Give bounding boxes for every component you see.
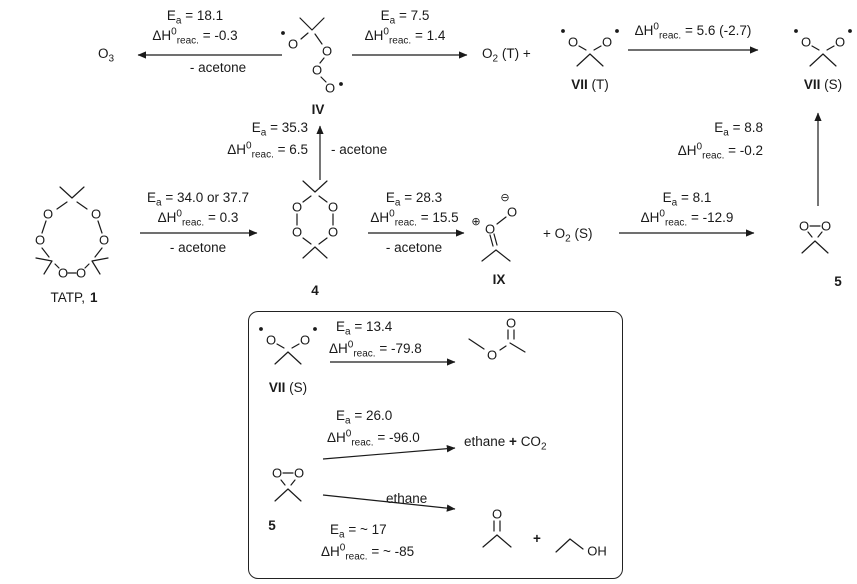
o-atom: O (602, 35, 612, 50)
radical-dot-icon (339, 82, 343, 86)
structure-methyl-acetate: O O (468, 316, 526, 363)
species-label-o2-singlet: + O2 (S) (543, 226, 593, 245)
dh-label-viis-to-ester: ΔH0reac. = -79.8 (329, 339, 422, 360)
o-atom: O (328, 225, 338, 240)
ea-label-five-to-viis: Ea = 8.8 (714, 120, 763, 139)
o-atom: O (506, 316, 516, 331)
dh-label-four-to-iv: ΔH0reac. = 6.5 (227, 140, 308, 161)
plus-sign-acetone-ethanol: + (533, 531, 541, 546)
ea-label-viis-to-ester: Ea = 13.4 (336, 319, 393, 338)
structure-vii-s-top: O O (794, 29, 852, 67)
o-atom: O (821, 219, 831, 234)
structure-tatp: O O O O O O (35, 186, 109, 281)
structure-vii-s-box: O O (259, 327, 317, 365)
ea-label-ix-to-five: Ea = 8.1 (662, 190, 712, 209)
o-atom: O (76, 266, 86, 281)
note-acetone-iv-to-o3: - acetone (189, 60, 247, 75)
structure-vii-t: O O (561, 29, 619, 67)
radical-dot-icon (281, 31, 285, 35)
o-atom: O (292, 200, 302, 215)
radical-dot-icon (259, 327, 263, 331)
species-label-vii-t: VII (T) (571, 77, 609, 92)
o-atom: O (328, 200, 338, 215)
species-label-five-mid: 5 (834, 274, 842, 289)
dh-label-five-to-acetone: ΔH0reac. = ~ -85 (321, 542, 415, 563)
structure-ethanol: OH (555, 538, 607, 559)
species-label-ix: IX (492, 272, 506, 287)
o-atom: O (487, 348, 497, 363)
note-acetone-tatp-to-four: - acetone (169, 240, 227, 255)
note-acetone-four-to-iv: - acetone (331, 142, 388, 157)
o-atom: O (835, 35, 845, 50)
dh-label-four-to-ix: ΔH0reac. = 15.5 (370, 208, 459, 229)
o-atom: O (91, 207, 101, 222)
o-atom: O (492, 507, 502, 522)
o-atom: O (801, 35, 811, 50)
ea-label-four-to-iv: Ea = 35.3 (251, 120, 308, 139)
o-atom: O (312, 63, 322, 78)
species-label-vii-s-box: VII (S) (268, 380, 308, 395)
dh-label-tatp-to-four: ΔH0reac. = 0.3 (157, 208, 239, 229)
radical-dot-icon (615, 29, 619, 33)
note-acetone-four-to-ix: - acetone (385, 240, 443, 255)
o-atom: O (35, 233, 45, 248)
ea-label-five-to-acetone: Ea = ~ 17 (330, 522, 387, 541)
minus-charge-icon: ⊖ (500, 192, 509, 204)
plus-charge-icon: ⊕ (471, 216, 480, 228)
dh-label-iv-to-o2t: ΔH0reac. = 1.4 (364, 26, 446, 47)
ea-label-iv-to-o3: Ea = 18.1 (166, 8, 224, 27)
species-label-iv: IV (311, 102, 325, 117)
species-label-tatp: TATP,1 (50, 290, 98, 305)
dh-label-five-to-ethane-co2: ΔH0reac. = -96.0 (327, 428, 420, 449)
o-atom: O (485, 222, 495, 237)
species-label-ethane-co2: ethane + CO2 (464, 434, 547, 453)
structure-iv: O O O O (281, 17, 343, 96)
o-atom: O (266, 333, 276, 348)
species-label-five-box: 5 (268, 518, 276, 533)
o-atom: O (43, 207, 53, 222)
structure-four: O O O O (292, 180, 338, 259)
dh-label-iv-to-o3: ΔH0reac. = -0.3 (152, 26, 238, 47)
reaction-box (248, 311, 623, 579)
radical-dot-icon (848, 29, 852, 33)
radical-dot-icon (313, 327, 317, 331)
dh-label-five-to-viis: ΔH0reac. = -0.2 (677, 141, 763, 162)
reaction-arrows (137, 46, 822, 512)
oh-group: OH (587, 544, 607, 559)
o-atom: O (325, 81, 335, 96)
o-atom: O (272, 466, 282, 481)
o-atom: O (799, 219, 809, 234)
ea-label-tatp-to-four: Ea = 34.0 or 37.7 (146, 190, 250, 209)
structure-five-box: O O (272, 466, 304, 502)
radical-dot-icon (561, 29, 565, 33)
o-atom: O (99, 233, 109, 248)
ea-label-four-to-ix: Ea = 28.3 (385, 190, 443, 209)
structure-acetone: O (482, 507, 512, 548)
arrow-five-to-ethane-co2 (322, 445, 456, 460)
species-label-o2-triplet: O2 (T) + (482, 46, 531, 65)
species-label-vii-s-top: VII (S) (803, 77, 843, 92)
species-label-four: 4 (311, 283, 319, 298)
structure-ix: ⊖ ⊕ O O (471, 192, 517, 262)
radical-dot-icon (794, 29, 798, 33)
arrow-label-ethane: ethane (386, 491, 428, 506)
o-atom: O (292, 225, 302, 240)
o-atom: O (568, 35, 578, 50)
dh-label-viit-to-viis: ΔH0reac. = 5.6 (-2.7) (634, 21, 752, 42)
o-atom: O (322, 44, 332, 59)
ea-label-five-to-ethane-co2: Ea = 26.0 (336, 408, 393, 427)
o-atom: O (288, 37, 298, 52)
o-atom: O (58, 266, 68, 281)
ea-label-iv-to-o2t: Ea = 7.5 (380, 8, 430, 27)
o-atom: O (294, 466, 304, 481)
species-label-o3: O3 (98, 46, 115, 65)
arrow-five-to-acetone-ethanol (322, 494, 456, 512)
o-atom: O (300, 333, 310, 348)
o-atom: O (507, 205, 517, 220)
structure-five-mid: O O (799, 219, 831, 254)
dh-label-ix-to-five: ΔH0reac. = -12.9 (640, 208, 734, 229)
